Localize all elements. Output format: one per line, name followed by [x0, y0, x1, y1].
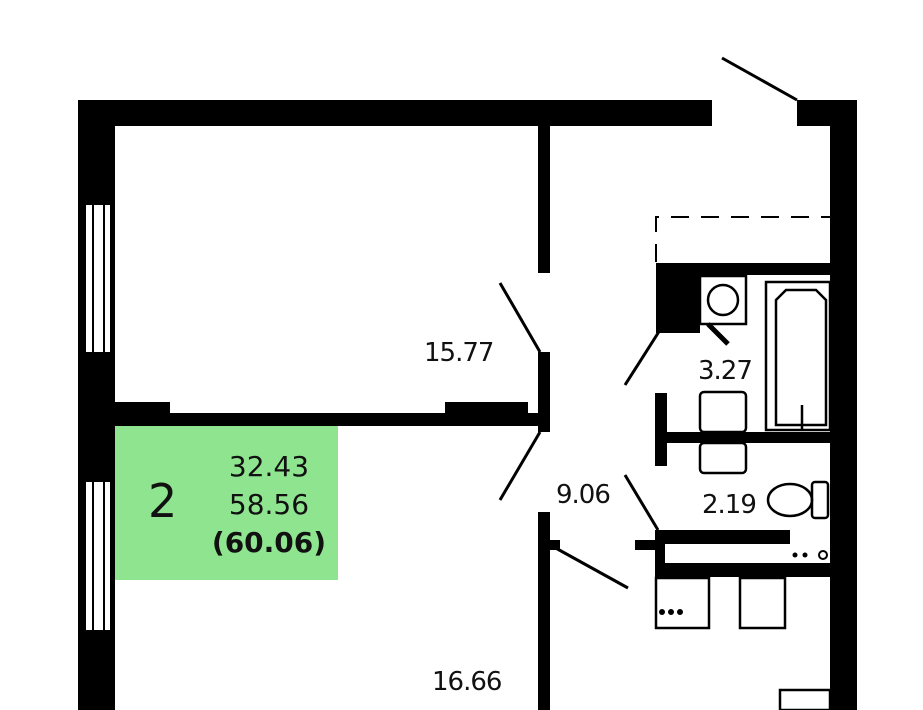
total-area: 58.56: [228, 488, 310, 521]
inner-wall: [538, 512, 550, 710]
toilet-icon: [766, 482, 814, 518]
stove-icon: [654, 576, 711, 630]
walls: [78, 100, 857, 710]
apartment-info-highlight: [115, 426, 338, 580]
washing-machine-icon: [698, 274, 748, 326]
top-wall: [78, 100, 712, 126]
room-area-toilet: 2.19: [702, 490, 757, 520]
fixtures: [654, 274, 832, 710]
room-area-bedroom: 15.77: [424, 338, 494, 368]
kitchen-wall: [655, 530, 790, 544]
inner-wall: [538, 352, 550, 432]
bathtub-icon: [764, 280, 832, 432]
washing-machine-drum-icon: [706, 283, 740, 317]
wall-segment: [115, 402, 170, 426]
room-area-hallway: 9.06: [556, 480, 611, 510]
stove-icon: [778, 688, 832, 710]
door-swings: [498, 56, 798, 590]
living-area: 32.43: [228, 450, 310, 483]
stove-burners: [659, 552, 808, 615]
right-wall: [830, 100, 857, 710]
sink-icon: [698, 441, 748, 475]
balcony-dashed-outline: [655, 216, 830, 262]
sink-icon: [698, 390, 748, 434]
wall-stub: [635, 540, 665, 550]
room-area-living-room: 16.66: [432, 667, 502, 697]
total-area-with-balcony: (60.06): [211, 526, 327, 559]
partition-wall: [115, 413, 548, 426]
kitchen-wall: [655, 563, 830, 577]
kitchen-wall: [655, 530, 665, 577]
inner-wall: [538, 126, 550, 273]
bath-toilet-wall: [665, 432, 830, 443]
wall-segment: [445, 402, 528, 426]
kitchen-sink-icon: [738, 576, 787, 630]
rooms-count: 2: [148, 474, 178, 528]
wall-stub: [548, 540, 560, 550]
bath-wall-vertical: [655, 393, 667, 466]
closet: [656, 263, 700, 333]
room-area-bathroom: 3.27: [698, 356, 753, 386]
windows: [86, 205, 110, 630]
